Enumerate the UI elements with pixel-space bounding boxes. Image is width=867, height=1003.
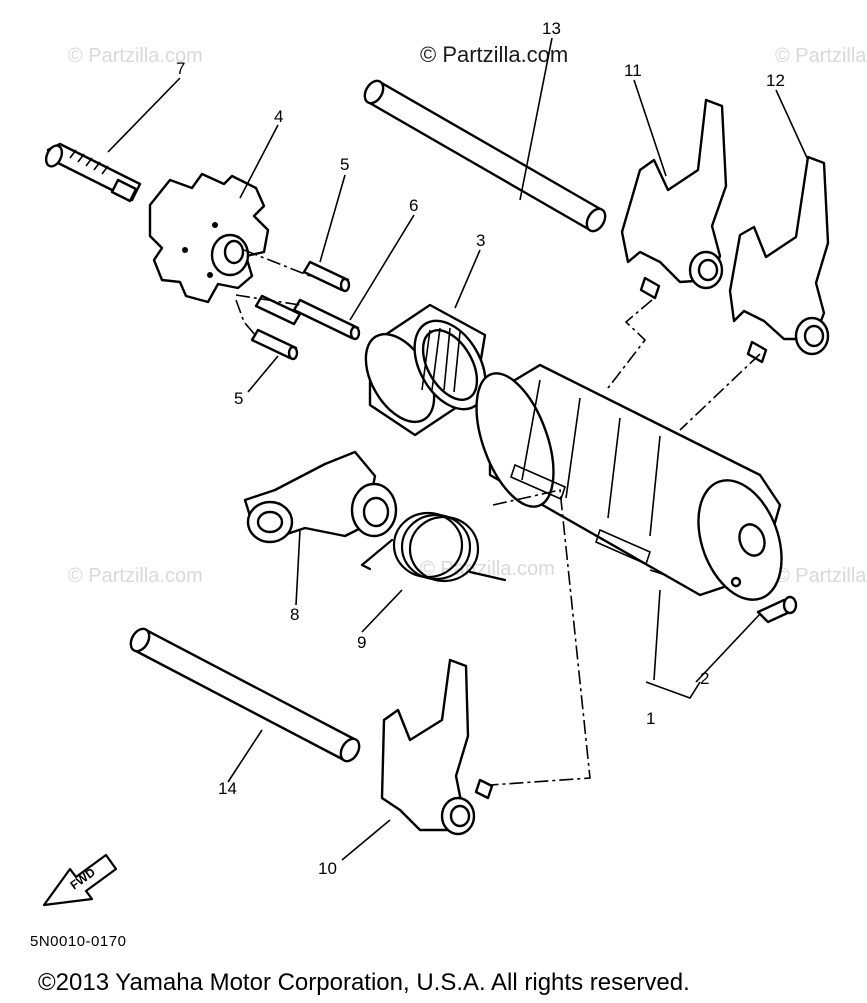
part-12-fork[interactable]	[728, 155, 830, 364]
watermark-main: © Partzilla.com	[420, 42, 568, 67]
part-14-shaft[interactable]	[127, 626, 363, 765]
copyright-text: ©2013 Yamaha Motor Corporation, U.S.A. A…	[38, 969, 690, 996]
watermark-top-left: © Partzilla.com	[68, 45, 203, 67]
watermark-mid-left: © Partzilla.com	[68, 565, 203, 587]
part-4-segment[interactable]	[148, 172, 270, 304]
part-6-pin[interactable]	[254, 294, 361, 341]
callout-8: 8	[290, 605, 299, 624]
callout-2: 2	[700, 669, 709, 688]
part-11-fork[interactable]	[620, 98, 728, 300]
fwd-arrow-icon: FWD	[42, 853, 118, 907]
part-5-pin-upper[interactable]	[302, 260, 351, 293]
callout-12: 12	[766, 71, 785, 90]
part-1-shift-drum[interactable]	[461, 363, 797, 611]
diagram-code: 5N0010-0170	[30, 933, 126, 950]
part-5-pin-lower[interactable]	[250, 328, 299, 361]
part-9-spring[interactable]	[360, 511, 507, 583]
part-7-bolt[interactable]	[43, 142, 142, 203]
callout-14: 14	[218, 779, 237, 798]
part-8-lever[interactable]	[243, 450, 398, 544]
part-13-shaft[interactable]	[361, 78, 609, 235]
callout-5-upper: 5	[340, 155, 349, 174]
callout-5-lower: 5	[234, 389, 243, 408]
watermark-top-right: © Partzilla.com	[775, 45, 867, 67]
callout-1: 1	[646, 709, 655, 728]
callout-13: 13	[542, 19, 561, 38]
callout-10: 10	[318, 859, 337, 878]
part-10-fork[interactable]	[380, 658, 494, 836]
part-2-pin[interactable]	[756, 595, 798, 624]
callout-6: 6	[409, 196, 418, 215]
callout-4: 4	[274, 107, 283, 126]
part-3-bearing[interactable]	[352, 303, 500, 437]
callout-9: 9	[357, 633, 366, 652]
callout-11: 11	[624, 61, 642, 80]
callout-7: 7	[176, 59, 185, 78]
callout-3: 3	[476, 231, 485, 250]
fwd-label: FWD	[68, 865, 99, 893]
watermark-mid-right: © Partzilla.com	[775, 565, 867, 587]
